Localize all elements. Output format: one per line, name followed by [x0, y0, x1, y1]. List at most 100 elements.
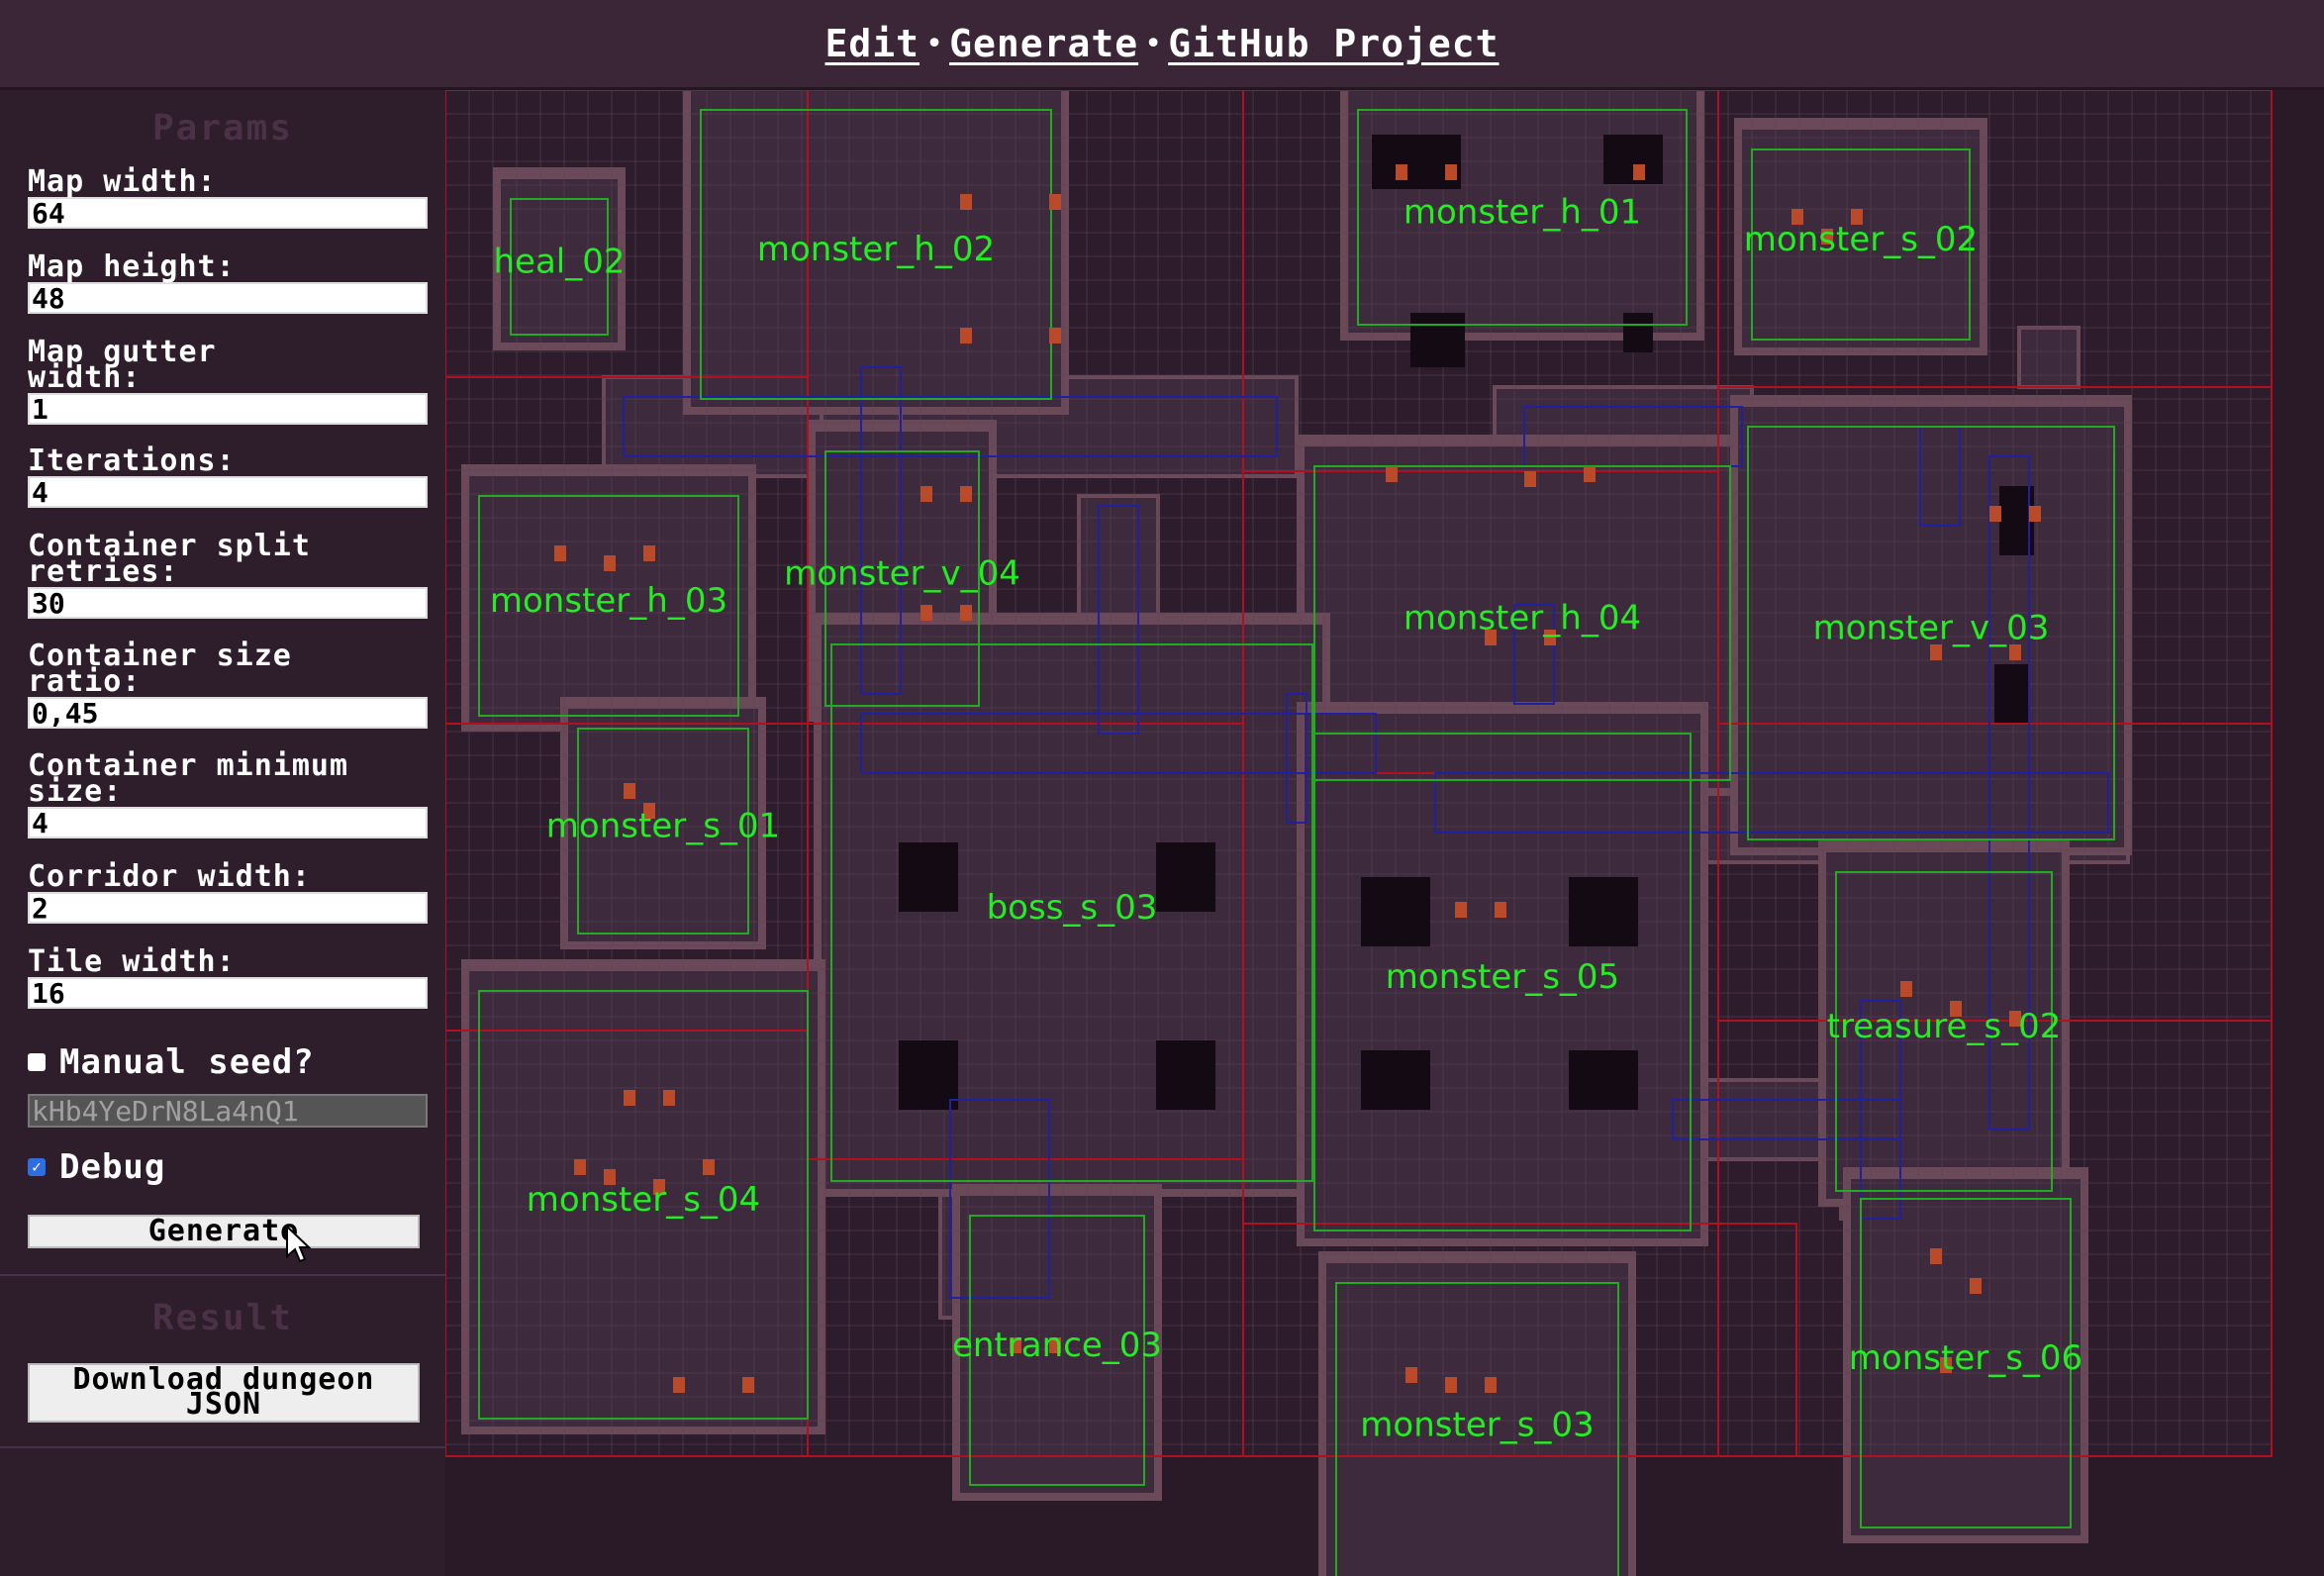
entity-marker — [1930, 644, 1942, 660]
room-floor — [1742, 130, 1980, 347]
edit-link[interactable]: Edit — [824, 22, 920, 65]
corridor-width-input[interactable] — [28, 892, 428, 924]
map-gutter-width-field: Map gutter width: — [28, 335, 428, 425]
divider — [0, 1446, 445, 1448]
entity-marker — [643, 803, 655, 819]
room-label: boss_s_03 — [987, 888, 1158, 928]
entity-marker — [703, 1159, 715, 1175]
pit — [1994, 664, 2029, 724]
debug-checkbox[interactable]: ✓ — [28, 1158, 46, 1176]
iterations-field: Iterations: — [28, 446, 428, 508]
corridor — [2017, 326, 2081, 389]
entity-marker — [1930, 1248, 1942, 1264]
manual-seed-checkbox[interactable] — [28, 1053, 46, 1071]
download-dungeon-json-button[interactable]: Download dungeon JSON — [28, 1363, 420, 1423]
entity-marker — [960, 486, 972, 502]
pit — [899, 1040, 958, 1110]
top-nav: Edit • Generate • GitHub Project — [0, 0, 2324, 90]
room-outline — [700, 109, 1052, 400]
generate-button[interactable]: Generate — [28, 1215, 420, 1248]
tile-width-input[interactable] — [28, 977, 428, 1009]
room-outline — [1747, 426, 2115, 840]
entity-marker — [643, 545, 655, 561]
map-height-label: Map height: — [28, 249, 236, 284]
params-title: Params — [151, 108, 294, 148]
map-height-field: Map height: — [28, 249, 428, 314]
container-split-retries-input[interactable] — [28, 587, 428, 619]
entity-marker — [960, 328, 972, 344]
room-floor — [1305, 714, 1700, 1238]
iterations-input[interactable] — [28, 476, 428, 508]
corridor-outline — [1672, 1099, 1901, 1140]
manual-seed-label: Manual seed? — [59, 1042, 315, 1082]
entity-marker — [1970, 1278, 1982, 1294]
room-label: monster_s_06 — [1849, 1338, 2082, 1378]
room-label: monster_v_03 — [1813, 609, 2050, 648]
room-label: monster_s_01 — [546, 807, 780, 846]
entity-marker — [663, 1090, 675, 1106]
room-floor — [691, 90, 1061, 407]
pit — [1410, 313, 1465, 367]
pit — [1569, 877, 1638, 946]
entity-marker — [554, 545, 566, 561]
container-minimum-size-input[interactable] — [28, 807, 428, 838]
entity-marker — [920, 486, 932, 502]
room-floor — [501, 179, 618, 343]
entity-marker — [1405, 1367, 1417, 1383]
room-label: monster_h_03 — [490, 581, 727, 621]
room-label: monster_s_04 — [527, 1180, 760, 1220]
container-size-ratio-input[interactable] — [28, 697, 428, 729]
room-outline — [1751, 148, 1971, 341]
pit — [1156, 1040, 1215, 1110]
corridor-outline — [860, 366, 902, 695]
room-floor — [1826, 852, 2062, 1199]
corridor-outline — [1988, 455, 2030, 1131]
entity-marker — [1821, 229, 1833, 245]
corridor-outline — [860, 713, 1377, 774]
room-floor — [469, 971, 818, 1427]
corridor-outline — [1286, 693, 1307, 824]
entity-marker — [1524, 471, 1536, 487]
entity-marker — [2009, 644, 2021, 660]
entity-marker — [2009, 1011, 2021, 1027]
container-split-retries-label: Container split retries: — [28, 529, 311, 589]
room-label: monster_v_04 — [784, 554, 1020, 594]
room-label: monster_s_03 — [1360, 1406, 1594, 1445]
entity-marker — [1989, 506, 2001, 522]
room-outline — [1313, 733, 1692, 1231]
generate-link[interactable]: Generate — [949, 22, 1139, 65]
corridor-outline — [623, 396, 1278, 457]
seed-input[interactable] — [28, 1094, 428, 1128]
corridor-width-field: Corridor width: — [28, 862, 428, 924]
manual-seed-row[interactable]: Manual seed? — [28, 1042, 315, 1082]
corridor-outline — [1434, 772, 2109, 834]
room-label: monster_s_05 — [1386, 957, 1619, 997]
map-width-input[interactable] — [28, 197, 428, 229]
github-project-link[interactable]: GitHub Project — [1168, 22, 1500, 65]
entity-marker — [1791, 209, 1803, 225]
tile-width-label: Tile width: — [28, 944, 236, 979]
room-label: monster_s_02 — [1744, 220, 1978, 259]
room-floor — [1348, 90, 1696, 333]
room-outline — [969, 1215, 1145, 1486]
room-label: monster_h_04 — [1404, 599, 1641, 639]
entity-marker — [1445, 164, 1457, 180]
map-gutter-width-input[interactable] — [28, 393, 428, 425]
entity-marker — [1455, 902, 1467, 918]
room-label: heal_02 — [493, 243, 625, 282]
map-gutter-width-label: Map gutter width: — [28, 335, 217, 395]
entity-marker — [1950, 1001, 1962, 1017]
entity-marker — [1396, 164, 1407, 180]
entity-marker — [920, 605, 932, 621]
entity-marker — [2029, 506, 2041, 522]
entity-marker — [1485, 630, 1497, 645]
entity-marker — [1940, 1357, 1952, 1373]
corridor-outline — [1513, 604, 1555, 705]
map-width-field: Map width: — [28, 167, 428, 229]
entity-marker — [1544, 630, 1556, 645]
debug-row[interactable]: ✓ Debug — [28, 1147, 165, 1187]
map-height-input[interactable] — [28, 282, 428, 314]
pit — [899, 842, 958, 912]
